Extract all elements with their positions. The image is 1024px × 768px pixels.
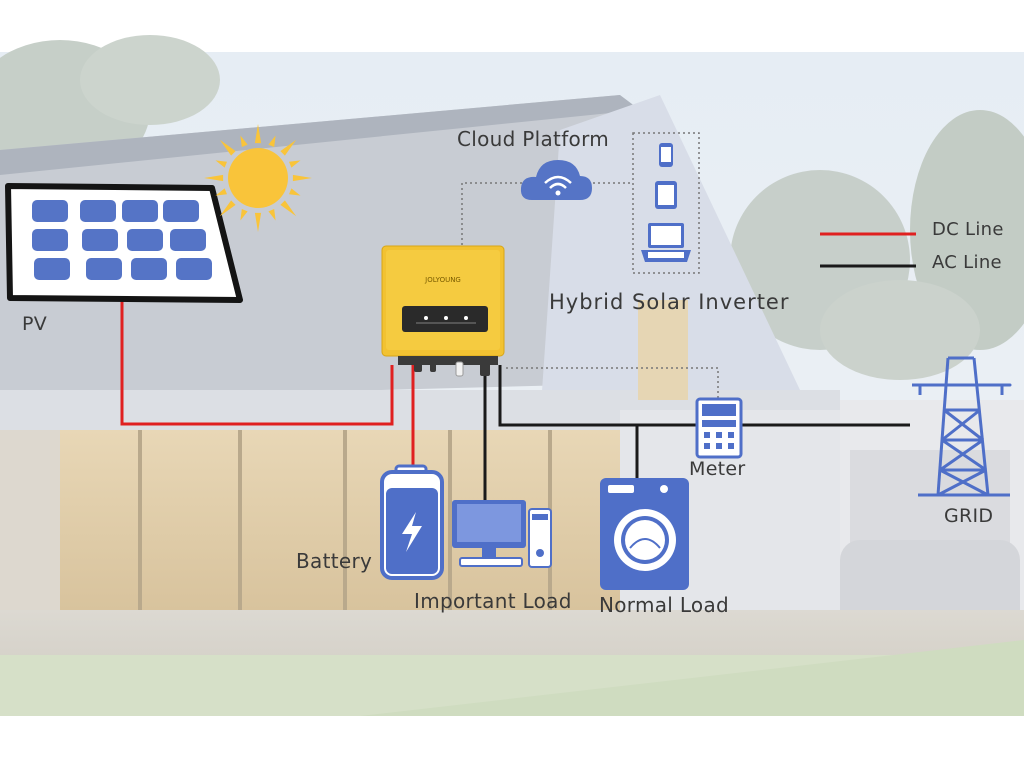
sun-ray xyxy=(240,209,248,221)
legend xyxy=(820,232,916,268)
dc-line-pv xyxy=(120,300,394,426)
sun-ray xyxy=(268,209,276,221)
phone-icon xyxy=(659,143,673,167)
inverter-icon: JOLYOUNG xyxy=(381,245,505,377)
cloud-wifi-icon xyxy=(520,160,592,200)
laptop-icon xyxy=(641,223,691,262)
sun-ray xyxy=(280,139,297,156)
legend-ac-line-label: AC Line xyxy=(932,252,1002,273)
sun-ray xyxy=(289,188,301,196)
washing-machine-icon xyxy=(600,478,689,590)
comm-line-meter xyxy=(506,367,719,398)
background-house xyxy=(0,35,1024,716)
sun-ray xyxy=(215,188,227,196)
label-normal-load: Normal Load xyxy=(599,593,729,617)
sun-ray xyxy=(240,135,248,147)
ac-line-grid xyxy=(498,365,910,427)
label-cloud-platform: Cloud Platform xyxy=(457,127,610,151)
sun-ray xyxy=(292,174,312,182)
sun-ray xyxy=(289,160,301,168)
label-pv: PV xyxy=(22,313,48,335)
battery-icon xyxy=(380,464,444,580)
label-battery: Battery xyxy=(296,549,373,573)
label-important-load: Important Load xyxy=(414,589,572,613)
label-meter: Meter xyxy=(689,458,746,480)
label-grid: GRID xyxy=(944,505,994,527)
sun-ray xyxy=(204,174,224,182)
computer-icon xyxy=(452,500,552,568)
legend-dc-line-label: DC Line xyxy=(932,219,1004,240)
inverter-brand: JOLYOUNG xyxy=(424,276,461,284)
tablet-icon xyxy=(655,181,677,209)
sun-ray xyxy=(215,160,227,168)
solar-panel-icon xyxy=(5,183,243,303)
sun-icon xyxy=(204,124,312,232)
comm-line-cloud xyxy=(461,182,528,250)
meter-icon xyxy=(695,397,743,459)
sun-ray xyxy=(254,212,262,232)
devices-frame xyxy=(632,132,700,274)
sun-ray xyxy=(254,124,262,144)
sun-ray xyxy=(268,135,276,147)
sun-ray xyxy=(219,139,236,156)
sun-ray xyxy=(280,200,297,217)
label-hybrid-inverter: Hybrid Solar Inverter xyxy=(549,290,790,314)
wiring xyxy=(120,132,910,500)
transmission-tower-icon xyxy=(912,356,1012,497)
sun-ray xyxy=(219,200,236,217)
